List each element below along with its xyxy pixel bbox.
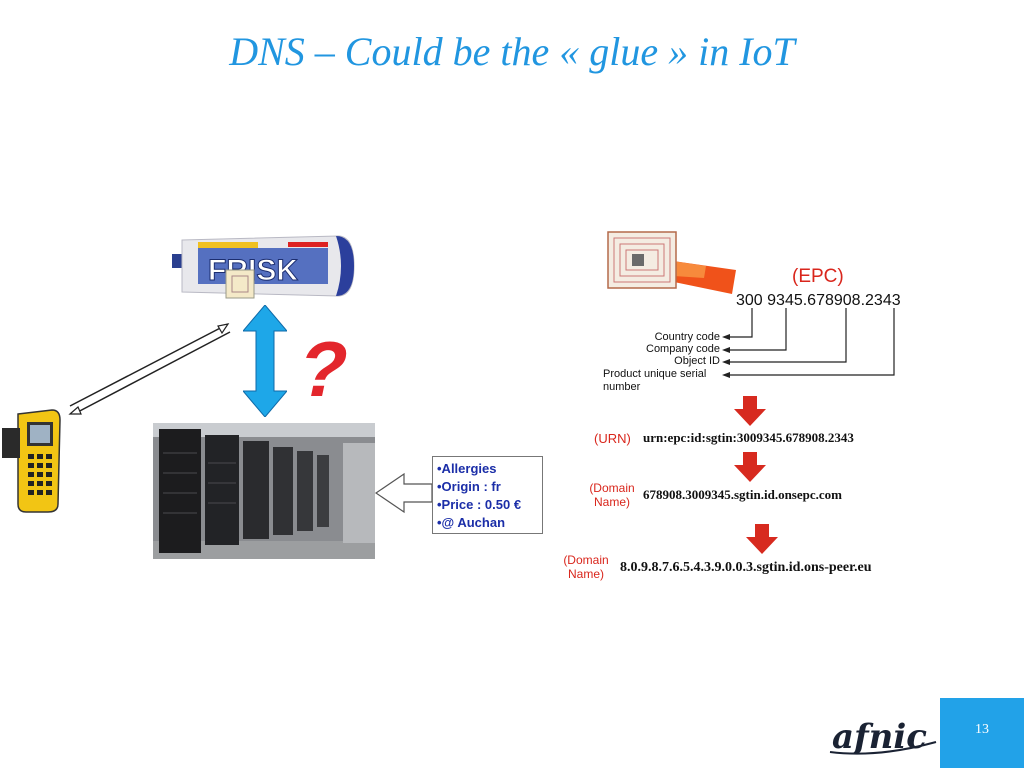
urn-tag-label: (URN) <box>594 431 631 446</box>
epc-code: 300 9345.678908.2343 <box>736 292 901 309</box>
epc-field-connectors <box>722 308 895 378</box>
info-origin: •Origin : fr <box>437 479 501 494</box>
field-company-code: Company code <box>646 343 720 355</box>
product-info-box: •Allergies •Origin : fr •Price : 0.50 € … <box>432 456 543 534</box>
slide-title: DNS – Could be the « glue » in IoT <box>229 29 795 74</box>
domain-tag-1: (Domain Name) <box>589 481 635 509</box>
svg-text:?: ? <box>300 332 357 410</box>
field-object-id: Object ID <box>674 355 720 367</box>
domain-value-1: 678908.3009345.sgtin.id.onsepc.com <box>643 487 842 502</box>
domain-tag-2: (Domain Name) <box>563 553 609 581</box>
field-country-code: Country code <box>654 331 720 343</box>
rfid-tag-image <box>607 231 736 294</box>
info-allergies: •Allergies <box>437 461 497 476</box>
handheld-scanner-image <box>2 409 61 513</box>
scan-signal-arrows <box>68 323 231 415</box>
page-number: 13 <box>975 722 989 737</box>
down-arrow-icon <box>746 524 778 554</box>
down-arrow-icon <box>734 452 766 482</box>
svg-text:afnic: afnic <box>832 717 927 757</box>
urn-value: urn:epc:id:sgtin:3009345.678908.2343 <box>643 430 854 445</box>
info-pointer-arrow <box>374 472 433 514</box>
info-store: •@ Auchan <box>437 515 506 530</box>
epc-tag-label: (EPC) <box>792 266 844 287</box>
field-serial-number: number <box>603 381 641 393</box>
double-arrow-icon <box>243 305 287 417</box>
info-price: •Price : 0.50 € <box>437 497 522 512</box>
page-number-box <box>940 698 1024 768</box>
server-room-image <box>153 423 375 559</box>
product-package-image: FRISK <box>172 235 355 299</box>
domain-value-2: 8.0.9.8.7.6.5.4.3.9.0.0.3.sgtin.id.ons-p… <box>620 560 872 575</box>
field-serial: Product unique serial <box>603 368 707 380</box>
afnic-logo: afnic <box>829 717 937 757</box>
question-mark-icon: ? <box>300 332 357 410</box>
down-arrow-icon <box>734 396 766 426</box>
